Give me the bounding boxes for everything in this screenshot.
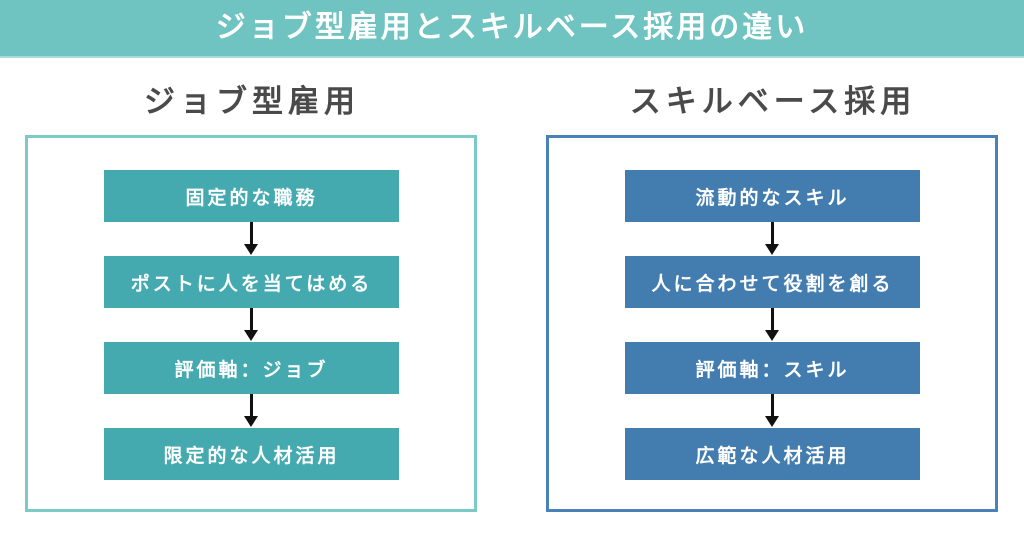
arrow-down-icon <box>244 308 258 342</box>
job-step-4: 限定的な人材活用 <box>104 428 399 480</box>
skill-step-2: 人に合わせて役割を創る <box>625 256 920 308</box>
job-step-1: 固定的な職務 <box>104 170 399 222</box>
arrow-down-icon <box>765 222 779 256</box>
skill-step-4: 広範な人材活用 <box>625 428 920 480</box>
skill-step-3: 評価軸：スキル <box>625 342 920 394</box>
arrow-down-icon <box>244 394 258 428</box>
arrow-down-icon <box>244 222 258 256</box>
skill-step-1: 流動的なスキル <box>625 170 920 222</box>
arrow-down-icon <box>765 394 779 428</box>
job-step-3: 評価軸：ジョブ <box>104 342 399 394</box>
header-banner: ジョブ型雇用とスキルベース採用の違い <box>0 0 1024 58</box>
arrow-down-icon <box>765 308 779 342</box>
page-title: ジョブ型雇用とスキルベース採用の違い <box>215 10 809 45</box>
job-step-2: ポストに人を当てはめる <box>104 256 399 308</box>
job-based-title: ジョブ型雇用 <box>144 84 360 120</box>
skill-based-title: スキルベース採用 <box>629 84 917 120</box>
